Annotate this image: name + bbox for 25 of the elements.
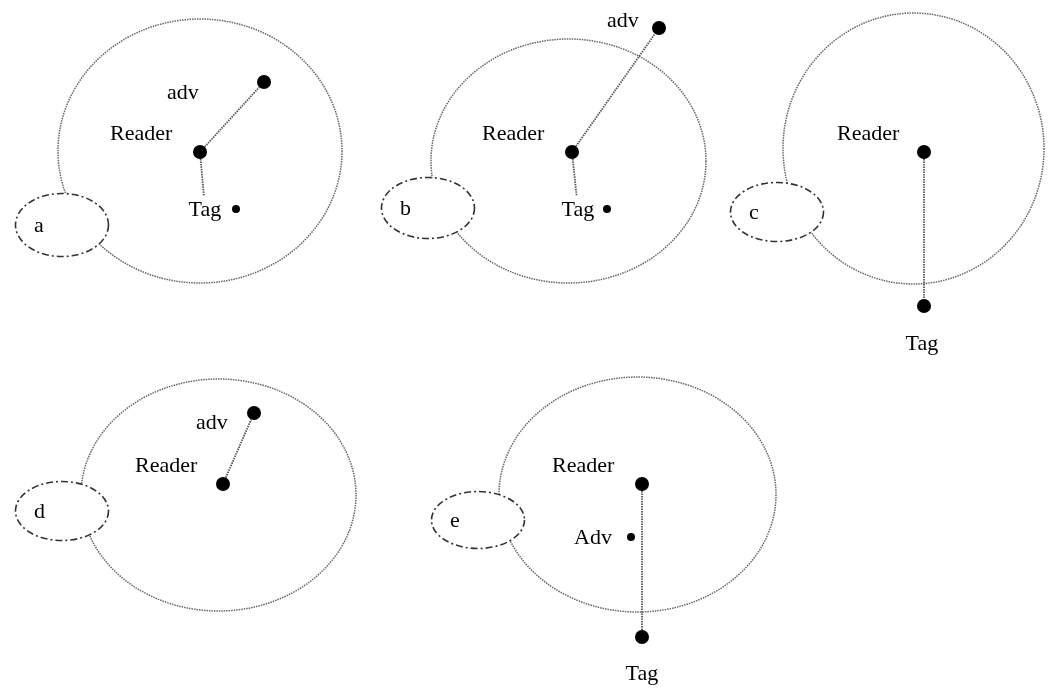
point-label: adv <box>167 80 199 104</box>
panel-letter: e <box>450 508 460 532</box>
connector-line <box>203 86 261 148</box>
point-label: adv <box>196 410 228 434</box>
point-label: Tag <box>561 197 595 221</box>
panel-letter: a <box>34 213 44 237</box>
connector-line <box>641 490 643 631</box>
connector-line <box>224 418 253 479</box>
panel-letter: b <box>400 196 411 220</box>
point-label: Adv <box>574 525 612 549</box>
point-label: Reader <box>552 453 615 477</box>
point-label: adv <box>607 8 639 32</box>
point-label: Reader <box>482 121 545 145</box>
connector-line <box>923 158 925 300</box>
point-label: Reader <box>837 121 900 145</box>
point-label: Reader <box>135 453 198 477</box>
connector-line <box>199 158 205 197</box>
point-label: Tag <box>188 197 222 221</box>
point-label: Tag <box>905 331 939 355</box>
point-label: Tag <box>625 661 659 685</box>
point-label: Reader <box>110 121 173 145</box>
connector-line <box>575 32 656 148</box>
connector-line <box>571 158 578 197</box>
panel-letter: c <box>749 200 759 224</box>
panel-letter: d <box>34 499 45 523</box>
